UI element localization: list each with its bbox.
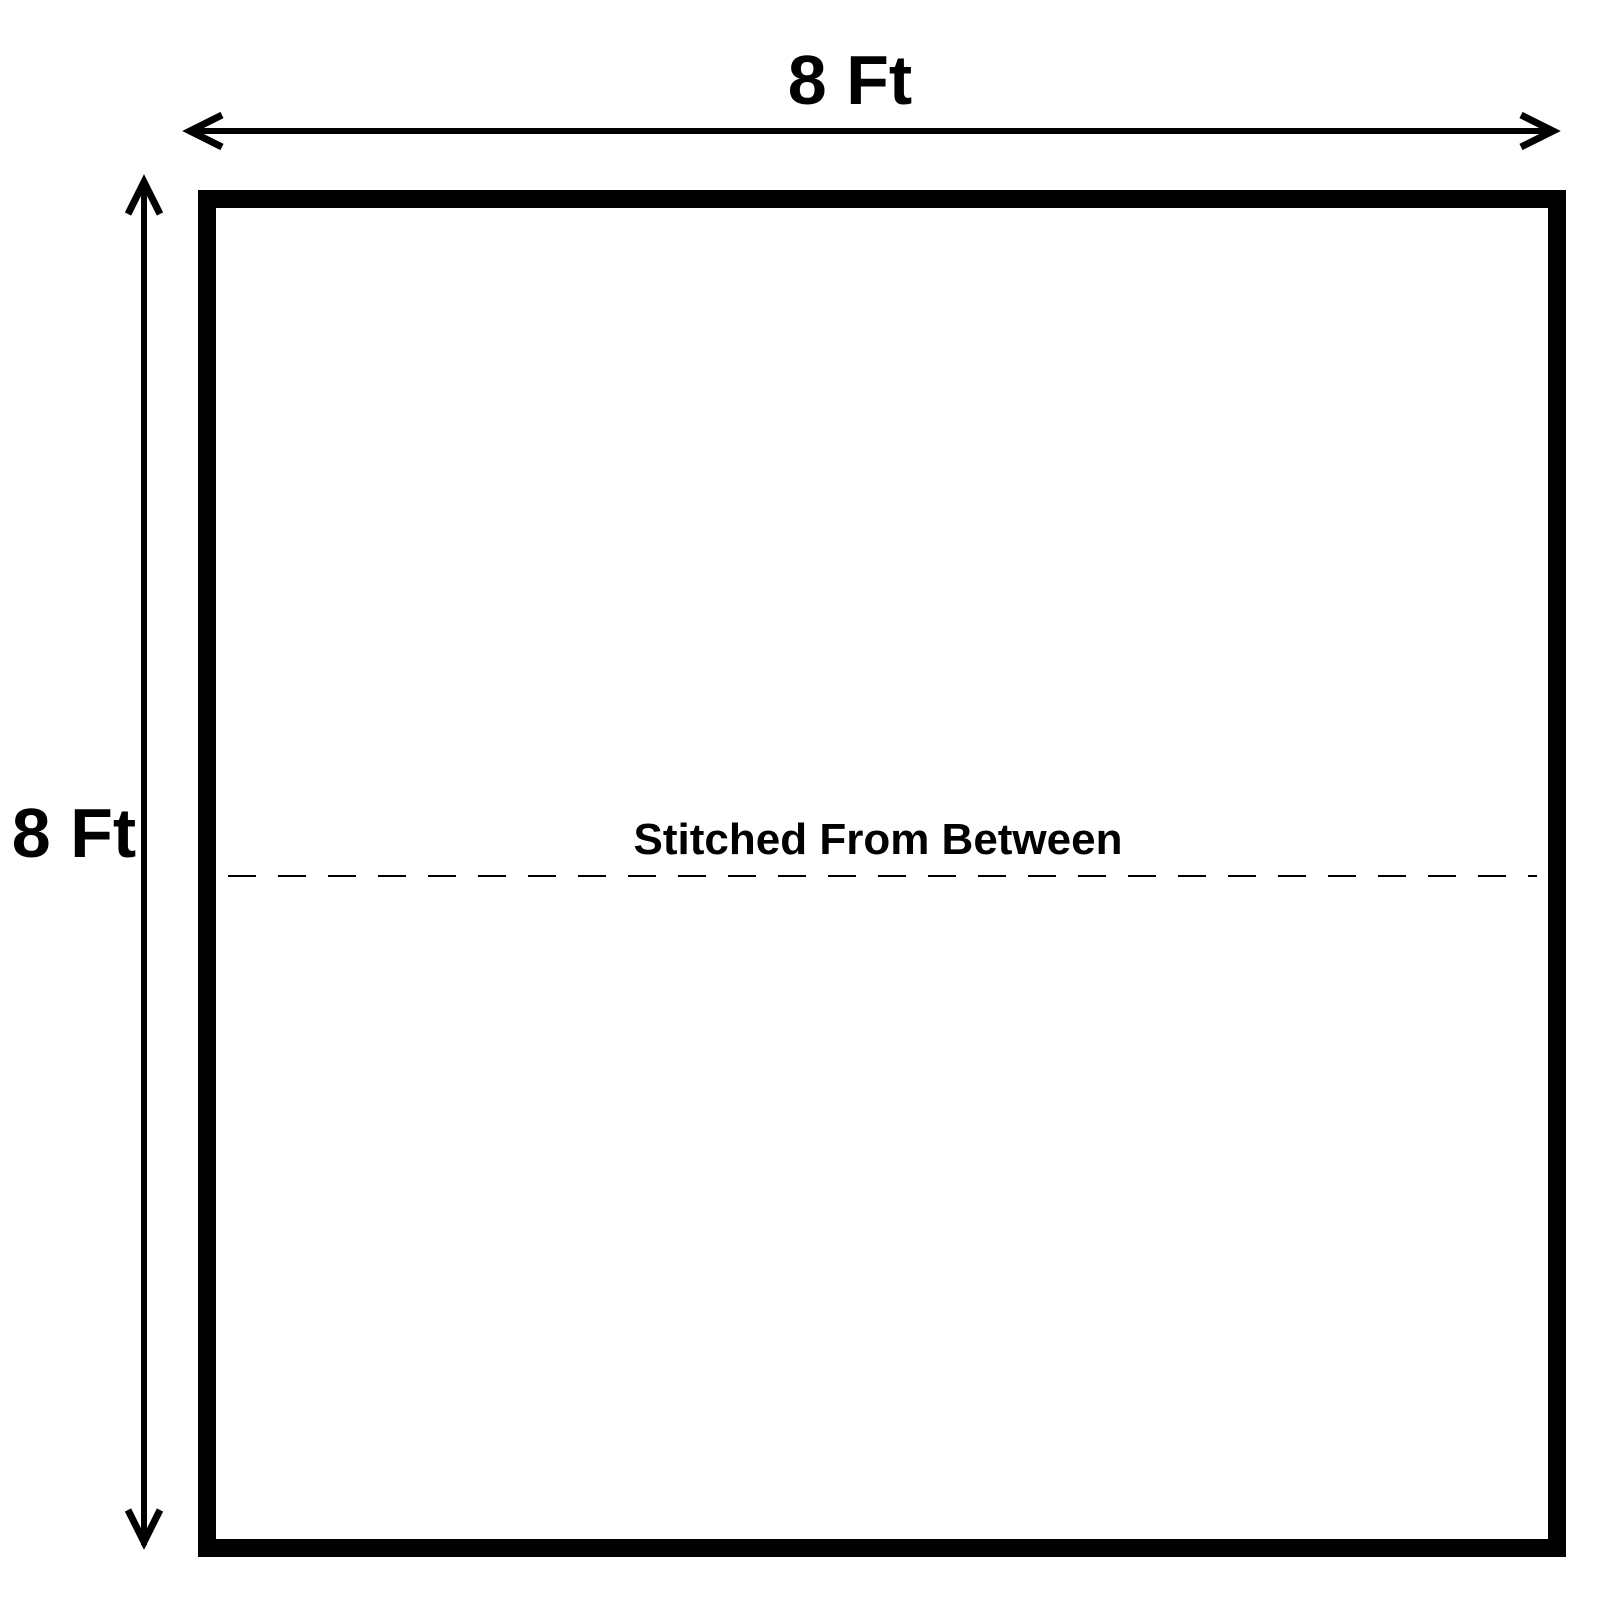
height-label: 8 Ft xyxy=(12,794,136,872)
height-arrow-top-head xyxy=(124,174,164,216)
height-dimension-arrow xyxy=(124,174,164,1550)
seam-label: Stitched From Between xyxy=(634,815,1123,864)
panel-outline xyxy=(198,190,1566,1557)
width-label: 8 Ft xyxy=(788,41,912,119)
width-arrow-right-head xyxy=(1519,111,1561,151)
width-dimension-arrow xyxy=(182,111,1561,151)
width-arrow-left-head xyxy=(182,111,224,151)
height-arrow-bottom-head xyxy=(124,1508,164,1550)
